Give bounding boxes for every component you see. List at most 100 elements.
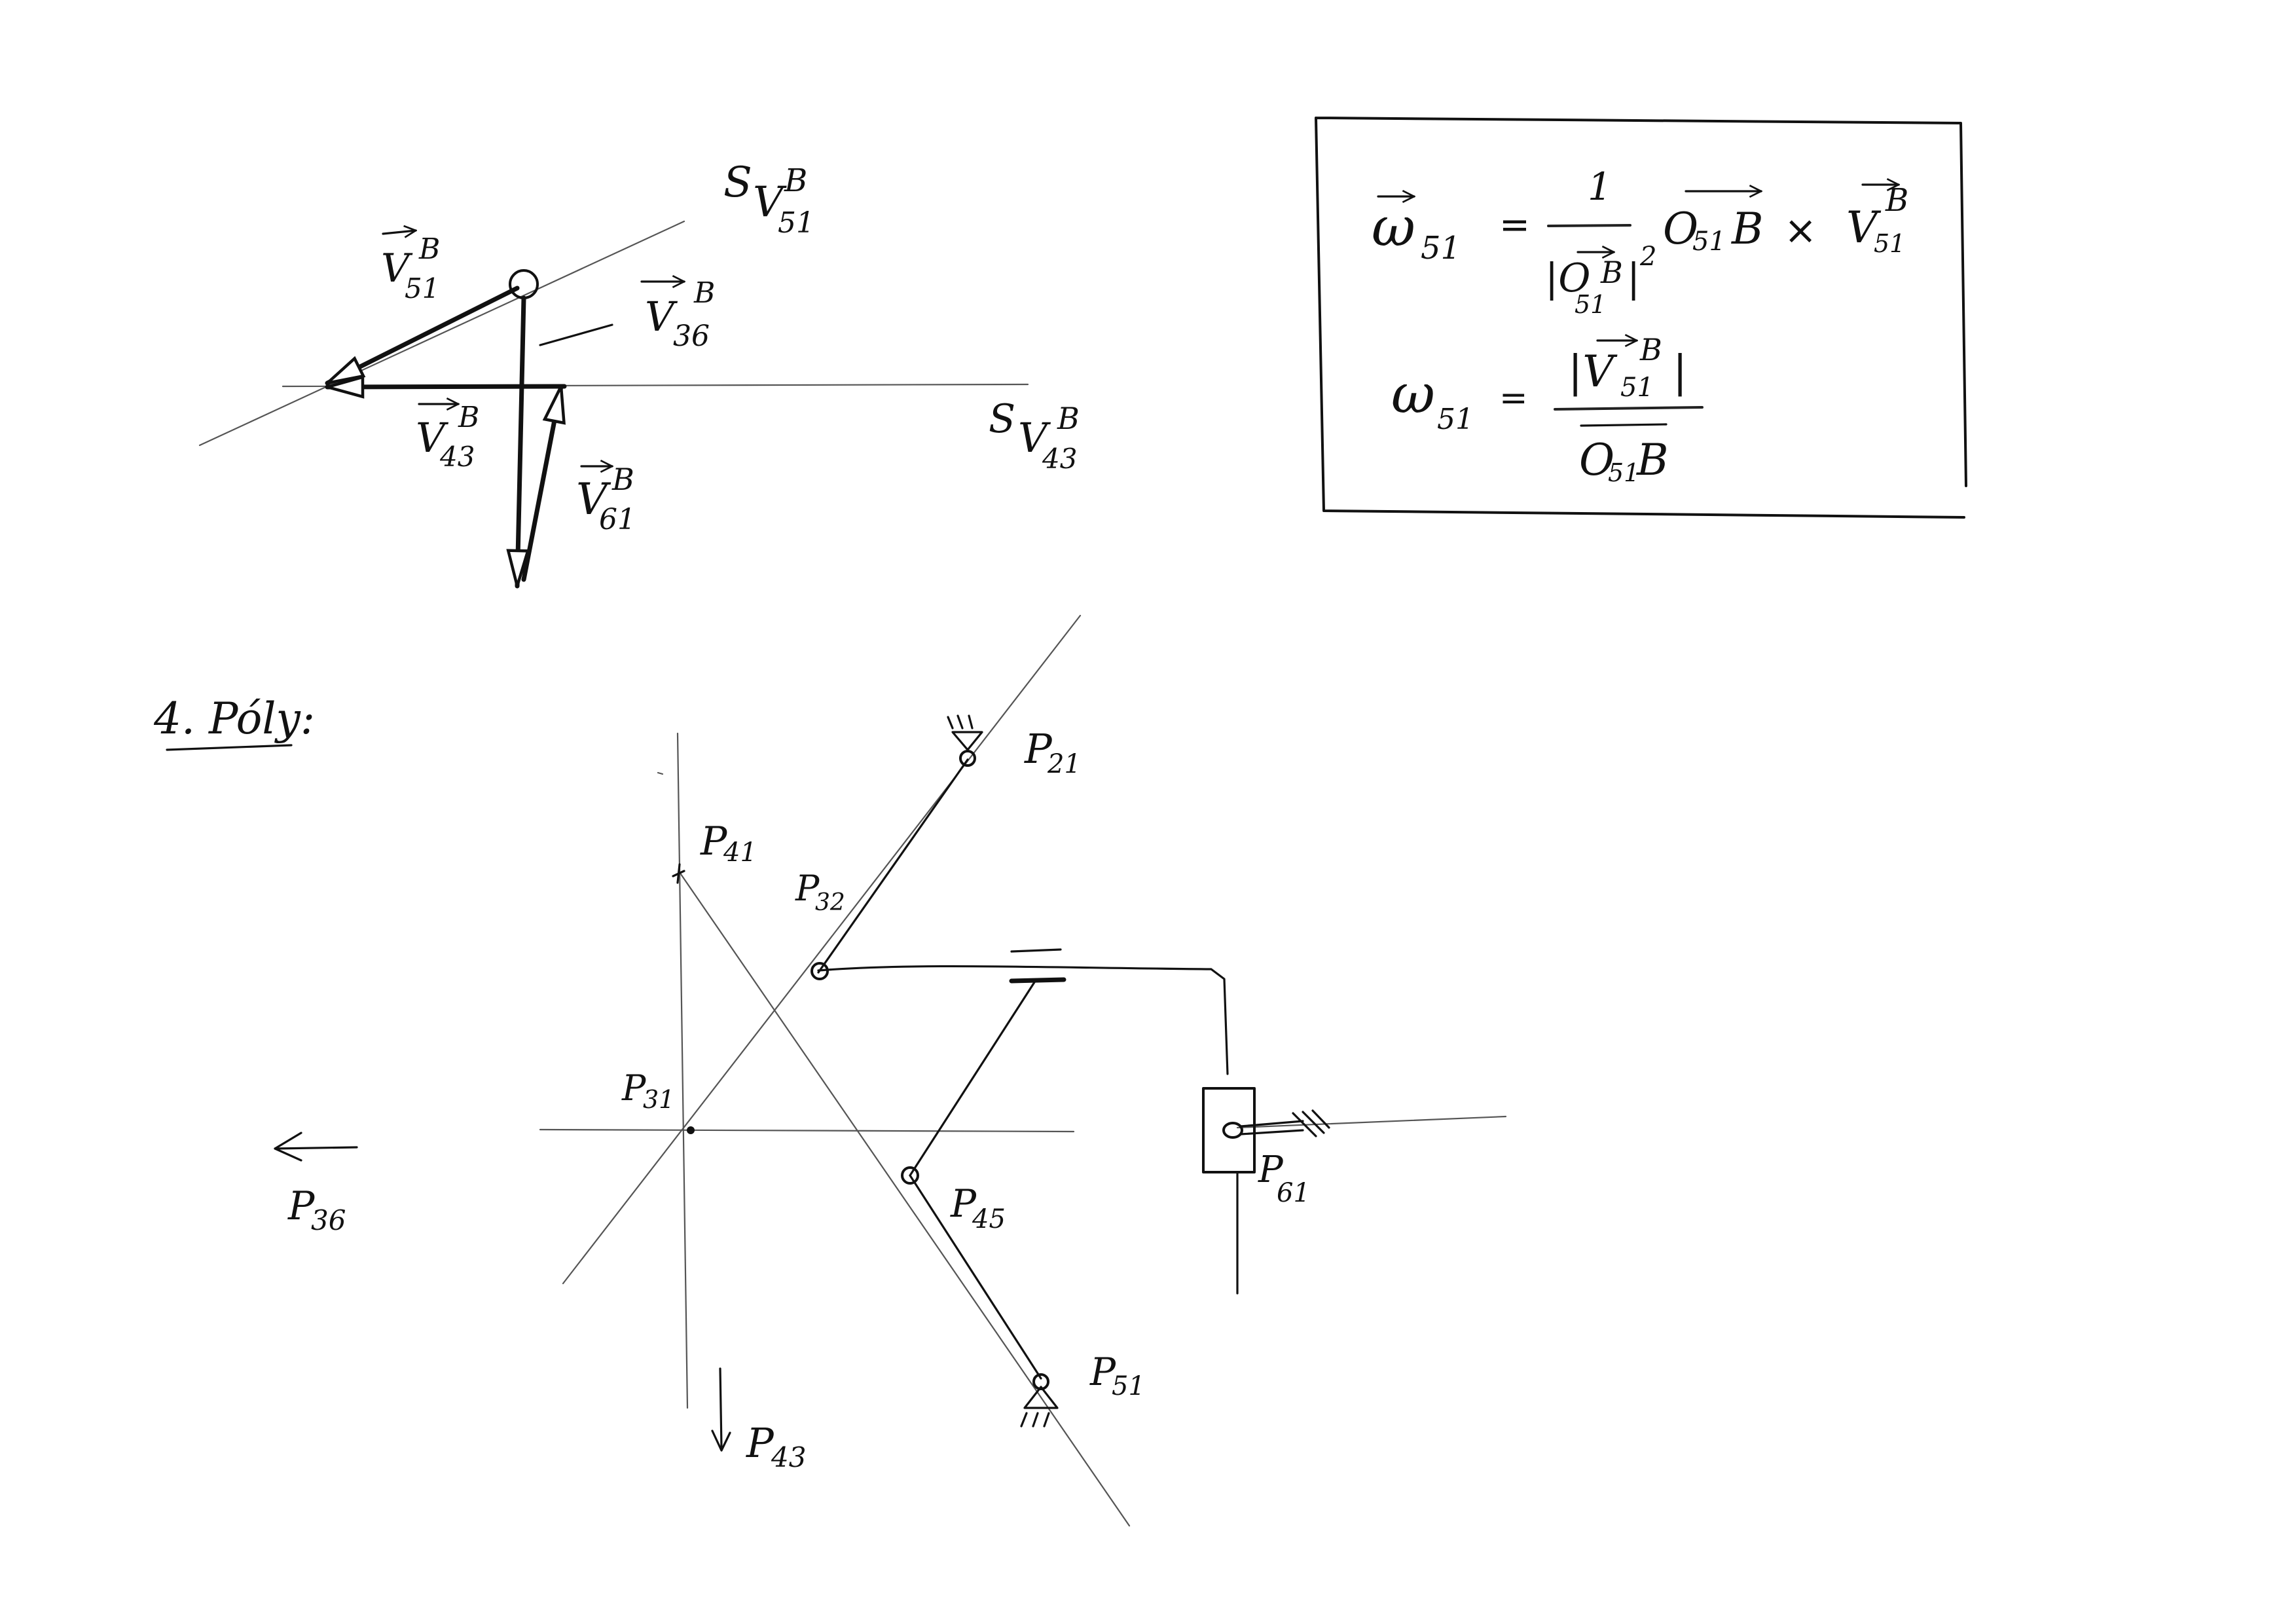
- vector-a-sub: 51: [1692, 227, 1726, 257]
- denominator-sup: B: [1600, 255, 1623, 290]
- numerator-start: |V: [1568, 346, 1618, 397]
- label-p41: P 41: [700, 819, 757, 868]
- link-p32-slider: [817, 965, 1229, 1075]
- label-p21: P 21: [1024, 725, 1081, 779]
- label-symbol: P: [1258, 1149, 1284, 1191]
- fraction-numerator: 1: [1588, 164, 1612, 209]
- link-p45-rocker: [909, 981, 1036, 1177]
- label-symbol: P: [700, 819, 728, 864]
- p41-marker-icon: [672, 863, 685, 884]
- denominator-end: B: [1636, 435, 1669, 485]
- label-sub: 61: [1277, 1178, 1310, 1208]
- label-sup: B: [611, 462, 634, 497]
- section-heading: 4. Póly:: [153, 693, 315, 744]
- label-sup: B: [693, 276, 715, 310]
- label-symbol: V: [1018, 414, 1051, 462]
- ground-hatch-icon: [1020, 1412, 1050, 1428]
- label-symbol: P: [1089, 1350, 1116, 1394]
- joint-p32: [811, 962, 829, 980]
- label-prefix: S: [989, 396, 1015, 442]
- label-sub: 61: [599, 503, 636, 536]
- label-v36: V 36 B: [640, 276, 715, 353]
- denominator-start: O: [1579, 435, 1614, 485]
- formula-eq1: ω 51 = 1 |O 51 B | 2 O 51 B × V 51 B: [1372, 164, 1908, 319]
- joint-p21: [959, 750, 976, 767]
- denominator-sub: 51: [1608, 458, 1639, 487]
- label-symbol: P: [950, 1181, 977, 1226]
- label-symbol: V: [576, 474, 611, 525]
- label-p61: P 61: [1258, 1149, 1310, 1208]
- label-sub: 45: [972, 1204, 1006, 1234]
- heading-underline: [166, 744, 293, 751]
- label-sub: 43: [771, 1441, 806, 1473]
- denominator-sub: 51: [1575, 290, 1606, 319]
- p43-direction-arrow: [719, 1367, 723, 1449]
- velocity-pole-circle: [509, 269, 539, 299]
- label-v51: V 51 B: [381, 231, 440, 304]
- slider-block: [1202, 1087, 1256, 1173]
- equals-sign: =: [1499, 204, 1530, 246]
- link-p45-p51: [909, 1174, 1042, 1380]
- label-sub: 51: [1112, 1371, 1145, 1401]
- label-v61: V 61 B: [576, 462, 636, 536]
- p36-direction-arrow: [274, 1146, 358, 1150]
- denominator-exponent: 2: [1639, 242, 1656, 272]
- formula-eq2: ω 51 = |V 51 B | O 51 B: [1391, 332, 1704, 487]
- label-sup: B: [458, 401, 479, 434]
- label-p32: P 32: [795, 868, 845, 916]
- label-symbol: V: [753, 178, 787, 227]
- denominator-start: |O: [1545, 255, 1590, 301]
- label-sup: B: [418, 232, 440, 266]
- horizontal-construction-line: [539, 1128, 1075, 1133]
- vector-a-start: O: [1663, 204, 1698, 254]
- label-sub: 21: [1047, 749, 1081, 779]
- slider-arm: [1239, 1120, 1304, 1135]
- denominator-end: |: [1627, 255, 1640, 301]
- poles-section: 4. Póly:: [153, 614, 1507, 1527]
- label-sub: 36: [311, 1204, 346, 1236]
- label-sub: 41: [723, 838, 757, 868]
- label-sup: B: [1057, 401, 1080, 436]
- label-sub: 43: [1042, 443, 1077, 475]
- label-v43: V 43 B: [416, 401, 479, 473]
- v36-leader-line: [539, 323, 613, 346]
- label-p51: P 51: [1089, 1350, 1145, 1401]
- joint-p45: [901, 1166, 919, 1185]
- label-prefix: S: [723, 158, 752, 207]
- omega-symbol: ω: [1391, 363, 1435, 426]
- vertical-construction-line: [676, 732, 689, 1409]
- vector-v43-arrow: [325, 386, 567, 387]
- equals-sign: =: [1499, 378, 1528, 418]
- numerator-sub: 51: [1620, 373, 1654, 403]
- vector-b-symbol: V: [1846, 202, 1882, 253]
- direction-line-v51: [198, 220, 685, 447]
- fraction-bar: [1554, 406, 1704, 411]
- rocker-bearing-bar: [1009, 977, 1066, 984]
- arrow-head-icon: [274, 1132, 302, 1162]
- cross-product-sign: ×: [1784, 208, 1817, 253]
- vector-b-sup: B: [1885, 182, 1908, 219]
- label-direction-v43: S V 43 B: [989, 396, 1080, 475]
- velocity-polygon: S V 51 B V 51 B V 36 B V 43 B: [198, 158, 1080, 589]
- label-p45: P 45: [950, 1181, 1006, 1234]
- omega-sub: 51: [1437, 403, 1474, 436]
- vector-overbar-icon: [382, 231, 416, 234]
- vector-v36-arrow: [517, 295, 524, 589]
- label-p36: P 36: [287, 1183, 346, 1236]
- label-sub: 31: [643, 1085, 674, 1114]
- ground-hatch-icon: [947, 714, 974, 729]
- formula-box: ω 51 = 1 |O 51 B | 2 O 51 B × V 51 B ω 5…: [1315, 117, 1967, 519]
- label-p31: P 31: [621, 1067, 674, 1114]
- slider-pin: [1222, 1122, 1243, 1139]
- label-p43: P 43: [746, 1419, 806, 1473]
- label-direction-v51: S V 51 B: [723, 158, 814, 240]
- vector-b-sub: 51: [1874, 229, 1905, 258]
- fraction-bar: [1547, 224, 1631, 227]
- label-symbol: P: [621, 1067, 647, 1109]
- label-sup: B: [784, 162, 807, 199]
- label-symbol: P: [795, 868, 820, 909]
- label-sub: 43: [439, 441, 475, 473]
- label-symbol: V: [381, 246, 413, 291]
- ground-support-p51-icon: [1023, 1386, 1059, 1409]
